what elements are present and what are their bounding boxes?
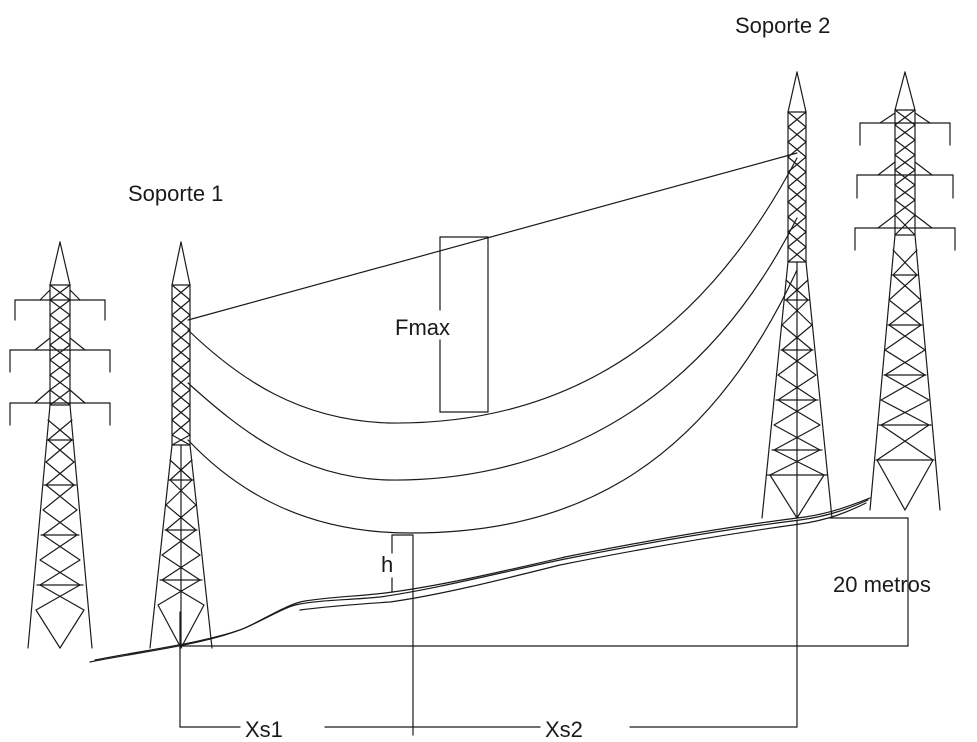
tower-far-right — [854, 71, 956, 511]
dimension-lines — [179, 517, 909, 736]
conductor-top — [187, 157, 798, 424]
fmax-label: Fmax — [395, 315, 450, 340]
span-1-label: Xs1 — [245, 717, 283, 742]
span-2-label: Xs2 — [545, 717, 583, 742]
fmax-box — [439, 236, 489, 413]
ground-profile — [89, 497, 871, 663]
tower-support-2 — [761, 71, 833, 519]
clearance-label: h — [381, 552, 393, 577]
tower-support-1 — [149, 241, 213, 649]
conductors — [187, 157, 798, 534]
conductor-bottom — [187, 269, 798, 534]
conductor-middle — [187, 217, 798, 481]
height-difference-label: 20 metros — [833, 572, 931, 597]
support-1-label: Soporte 1 — [128, 181, 223, 206]
tower-far-left — [9, 241, 111, 649]
support-2-label: Soporte 2 — [735, 13, 830, 38]
chord-line — [187, 152, 798, 321]
